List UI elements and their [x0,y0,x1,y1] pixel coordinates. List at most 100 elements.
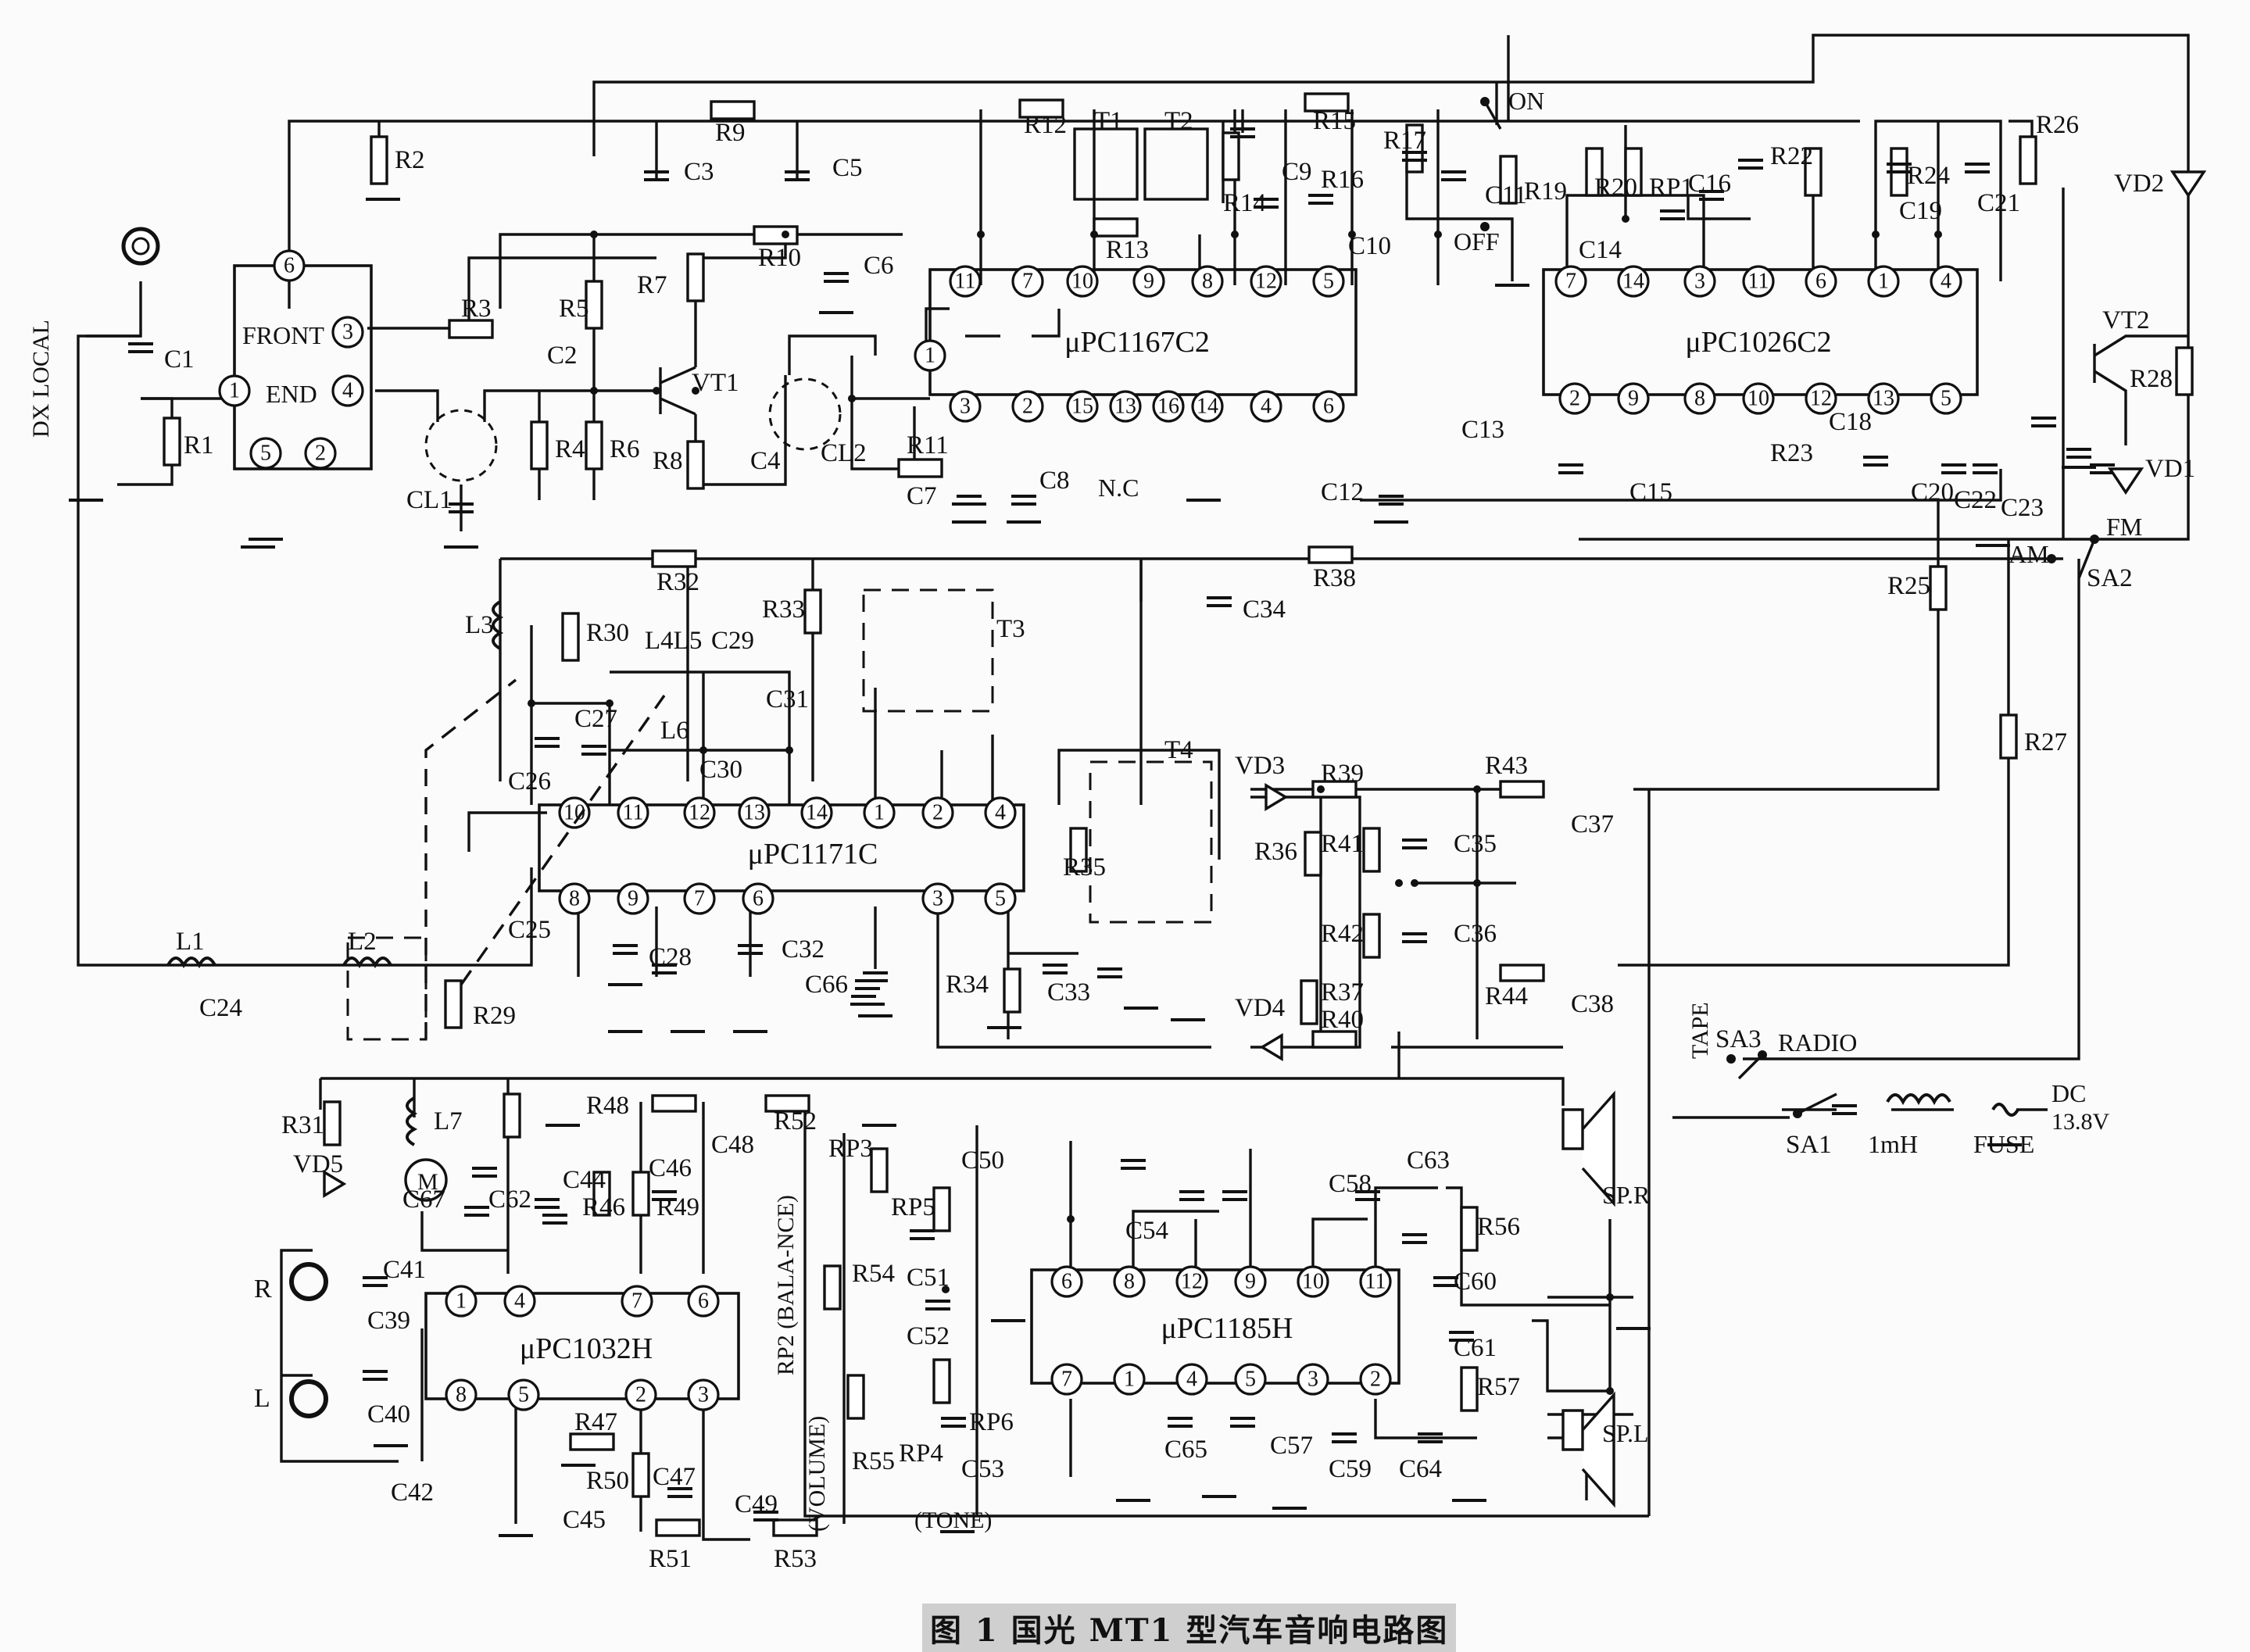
ref-r22: R22 [1770,142,1813,170]
ic-pin-number: 2 [1569,387,1580,411]
ref-r51: R51 [649,1545,692,1573]
label-on: ON [1508,87,1544,115]
ic-pin [687,1378,720,1411]
ref-c8: C8 [1039,467,1070,495]
ref-r53: R53 [774,1545,817,1573]
ic-pin-number: 9 [628,887,639,911]
ceramic-filter-cl1 [424,409,498,482]
ic-pin-number: 3 [1307,1368,1318,1392]
ref-c36: C36 [1454,920,1497,948]
transformer-t1 [1073,127,1139,201]
ic-pin-number: 14 [1622,270,1644,294]
ic-pin [949,390,982,423]
ic-pin-number: 3 [932,887,943,911]
ref-c37: C37 [1571,810,1614,839]
ref-c22: C22 [1954,486,1997,514]
label-tone: (TONE) [914,1507,992,1533]
figure-caption: 图 1 国光 MT1 型汽车音响电路图 [922,1604,1457,1652]
ic-1167-label: μPC1167C2 [1064,326,1210,359]
ref-rp6: RP6 [969,1408,1014,1436]
ref-r11: R11 [907,431,949,459]
ref-c4: C4 [750,447,781,475]
label-fuse: FUSE [1973,1130,2034,1158]
ic-pin-number: 7 [631,1289,642,1314]
ic-pin-number: 5 [518,1383,529,1407]
ic-pin [507,1378,540,1411]
ref-r54: R54 [852,1260,895,1288]
label-dc: DC [2051,1079,2086,1107]
ic-pin-number: 6 [1323,395,1334,419]
ref-c27: C27 [574,705,617,733]
ic-pin-number: 5 [1941,387,1951,411]
ic-pin [1066,265,1099,298]
ic-pin [1930,382,1962,415]
label-front: FRONT [242,321,324,349]
ic-pin-number: 2 [932,801,943,825]
label-end: END [266,380,317,408]
ic-pin [687,1285,720,1318]
ic-pin-number: 4 [995,801,1006,825]
ref-t3: T3 [996,615,1025,643]
ic-pin [1805,265,1837,298]
ic-pin-number: 4 [1941,270,1951,294]
ic-pin-number: 11 [955,270,976,294]
ref-c67: C67 [402,1185,445,1214]
ic-pin [558,796,591,829]
ref-c39: C39 [367,1307,410,1335]
ref-c26: C26 [508,767,551,796]
ic-pin-number: 6 [1815,270,1826,294]
ref-c38: C38 [1571,990,1614,1018]
ref-r44: R44 [1485,982,1528,1010]
ic-pin-number: 8 [1124,1270,1135,1294]
l2-shield [346,936,427,1041]
ref-c48: C48 [711,1131,754,1159]
ic-pin-number: 10 [1747,387,1769,411]
ic-pin [742,882,774,915]
ref-r34: R34 [946,971,989,999]
ic-pin [1191,390,1224,423]
ic-pin-number: 16 [1157,395,1179,419]
coil-l3 [492,600,504,650]
ic-pin-number: 7 [1022,270,1033,294]
ref-r5: R5 [559,295,589,323]
ic-pin-number: 12 [689,801,710,825]
ref-r6: R6 [610,435,640,463]
label-dx-local: DX LOCAL [28,320,54,438]
ic-pin-number: 9 [1628,387,1639,411]
ic-pin-number: 3 [960,395,971,419]
ref-r13: R13 [1106,236,1149,264]
ref-c11: C11 [1485,181,1527,209]
ic-pin [218,374,251,407]
ic-pin [1617,382,1650,415]
ic-pin-number: 4 [1261,395,1272,419]
ic-pin [617,796,649,829]
ref-c33: C33 [1047,978,1090,1007]
ic-pin [1234,1265,1267,1298]
ref-c45: C45 [563,1506,606,1534]
label-fm: FM [2106,513,2142,541]
ref-c42: C42 [391,1479,434,1507]
ic-1171-body [538,803,1025,892]
ref-r50: R50 [586,1467,629,1495]
ref-c25: C25 [508,916,551,944]
ic-pin [1066,390,1099,423]
label-radio: RADIO [1778,1028,1857,1057]
coil-l1 [166,957,216,969]
ref-vd2: VD2 [2114,170,2164,198]
label-1mh: 1mH [1868,1130,1918,1158]
diode-vd2 [2170,170,2207,198]
junction-dots [528,215,1942,1395]
ic-pin [1234,1363,1267,1396]
ic-pin-number: 12 [1810,387,1832,411]
ref-c19: C19 [1899,197,1942,225]
ref-r16: R16 [1321,166,1364,194]
diode-vd3 [1265,782,1289,812]
ic-pin [914,339,946,372]
ref-r33: R33 [762,595,805,624]
ref-c6: C6 [864,252,894,280]
ref-c32: C32 [782,935,825,964]
ref-r46: R46 [582,1193,625,1221]
ref-c10: C10 [1348,232,1391,260]
ref-r32: R32 [656,568,699,596]
